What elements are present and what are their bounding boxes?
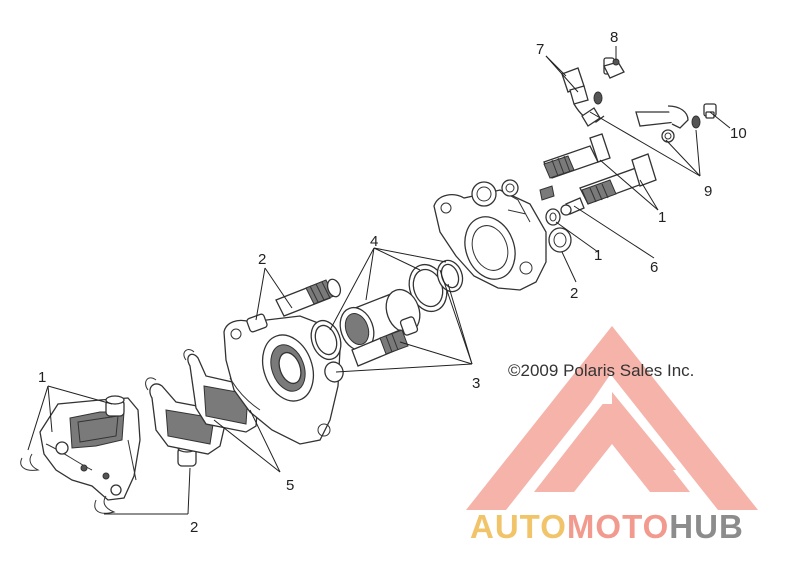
caliper-body-washers bbox=[471, 179, 555, 207]
brake-pad-inner bbox=[183, 349, 259, 433]
retaining-clip-bottom bbox=[94, 495, 116, 514]
watermark-auto: AUTO bbox=[470, 508, 567, 545]
callout-5: 5 bbox=[286, 477, 294, 494]
callout-1-right: 1 bbox=[658, 209, 666, 226]
caliper-body bbox=[433, 189, 547, 291]
leader-lines bbox=[27, 46, 731, 515]
banjo-bolt-small bbox=[703, 103, 717, 119]
watermark-hub: HUB bbox=[669, 508, 744, 545]
brake-line-banjo bbox=[561, 67, 701, 143]
callout-2-bottom: 2 bbox=[190, 519, 198, 536]
callout-2-right: 2 bbox=[570, 285, 578, 302]
callout-4: 4 bbox=[370, 233, 378, 250]
retaining-clip-left bbox=[20, 453, 40, 471]
watermark-wordmark: AUTOMOTOHUB bbox=[470, 508, 744, 545]
watermark-logo-triangle bbox=[466, 326, 758, 510]
callout-7: 7 bbox=[536, 41, 544, 58]
washer-large-right bbox=[548, 227, 572, 253]
copyright-notice: ©2009 Polaris Sales Inc. bbox=[508, 361, 694, 380]
callout-3: 3 bbox=[472, 375, 480, 392]
pin-boot-upper bbox=[105, 395, 125, 417]
piston-seal-outer bbox=[261, 334, 315, 402]
slide-pin-lower bbox=[324, 316, 419, 383]
caliper-mounting-bracket bbox=[39, 397, 141, 501]
mounting-bolt-upper bbox=[543, 133, 611, 179]
slide-pin-upper bbox=[246, 278, 342, 333]
svg-text:AUTOMOTOHUB: AUTOMOTOHUB bbox=[470, 508, 744, 545]
washer-small-right bbox=[545, 208, 561, 226]
callout-2-upper: 2 bbox=[258, 251, 266, 268]
callout-9: 9 bbox=[704, 183, 712, 200]
callout-8: 8 bbox=[610, 29, 618, 46]
callout-1-left: 1 bbox=[38, 369, 46, 386]
mounting-bolt-lower bbox=[579, 153, 657, 205]
callout-6: 6 bbox=[650, 259, 658, 276]
callout-1-mid: 1 bbox=[594, 247, 602, 264]
bleeder-valve bbox=[560, 197, 585, 216]
callout-10: 10 bbox=[730, 125, 747, 142]
watermark-moto: MOTO bbox=[567, 508, 669, 545]
piston-seals-group bbox=[310, 259, 464, 361]
bracket-clip bbox=[603, 57, 625, 79]
